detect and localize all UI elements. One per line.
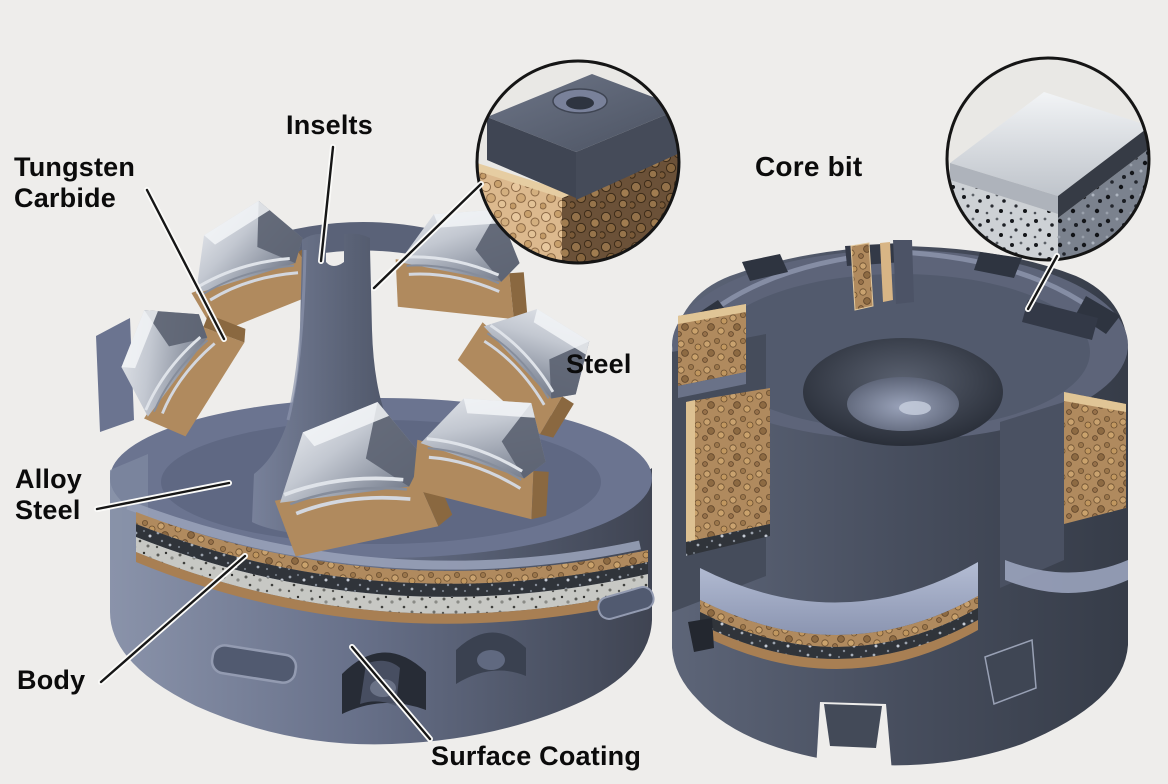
label-alloy-line: Alloy — [15, 464, 83, 494]
core-bit-cutaway — [672, 304, 978, 670]
label-surface-coating-text: Surface Coating — [431, 741, 642, 771]
label-core-bit-text: Core bit — [755, 151, 863, 182]
leader-tungsten-carbide — [145, 188, 226, 341]
label-carbide-line: Carbide — [14, 183, 116, 213]
label-inserts: Inselts — [286, 110, 373, 141]
leader-lines — [94, 144, 1060, 742]
inset-circle-ring — [945, 56, 1151, 262]
insert-bit-illustration — [90, 185, 655, 745]
leader-alloy-steel — [95, 481, 231, 511]
leader-body — [99, 554, 247, 684]
label-surface-coating: Surface Coating — [431, 741, 641, 772]
label-inserts-text: Inselts — [286, 110, 373, 140]
carbide-layer-light — [950, 180, 1058, 260]
leader-insert-inset — [372, 182, 483, 290]
carbide-layer-dark — [1058, 148, 1149, 260]
steel-cap-top — [950, 92, 1149, 196]
insert-detail-inset — [475, 59, 681, 265]
leader-surface-coating — [350, 645, 432, 741]
label-body: Body — [17, 665, 85, 696]
label-core-bit: Core bit — [755, 151, 862, 182]
label-steel: Steel — [566, 349, 632, 380]
gauge-notches — [688, 618, 1037, 776]
inset-circle-ring — [475, 59, 681, 265]
core-bit-illustration — [672, 240, 1128, 776]
label-steel-text: Steel — [566, 349, 632, 379]
leader-corebit-inset — [1026, 254, 1059, 311]
label-alloy-steel: Alloy Steel — [15, 464, 82, 526]
label-tungsten-line: Tungsten — [14, 152, 136, 182]
core-bit-cutaway-right — [1000, 300, 1128, 593]
leader-inserts — [319, 145, 335, 263]
label-alloy-steel-line: Steel — [15, 495, 81, 525]
core-bit-crater — [803, 338, 1003, 446]
label-body-text: Body — [17, 665, 86, 695]
label-tungsten-carbide: Tungsten Carbide — [14, 152, 135, 214]
